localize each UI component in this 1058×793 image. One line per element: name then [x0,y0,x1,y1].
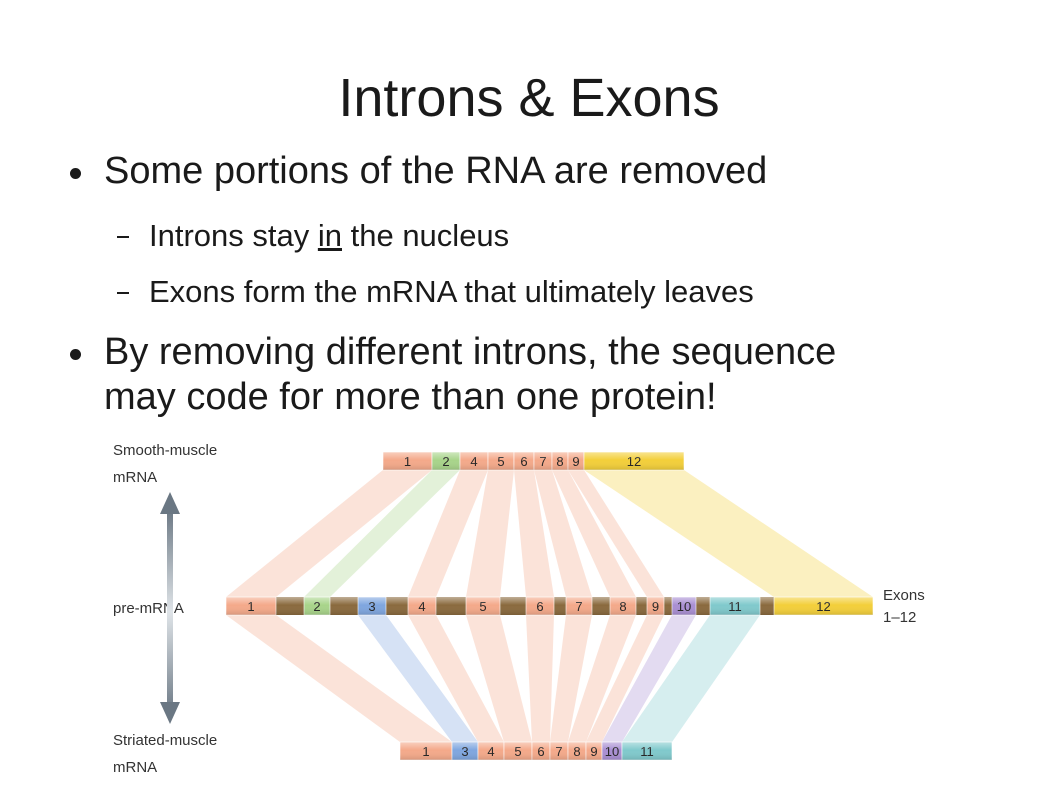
label-exons: Exons [883,587,925,604]
splice-band [586,615,664,742]
double-arrow-icon [160,492,180,724]
rna-bars: 1245678912123456789101112134567891011 [225,451,874,761]
label-smooth-mrna: mRNA [113,469,157,486]
label-smooth-muscle: Smooth-muscle [113,442,217,459]
sub-bullet-dash [117,292,129,294]
splice-band [226,615,452,742]
label-exons-range: 1–12 [883,609,916,626]
splice-band [584,470,873,597]
pre-mrna-shading [226,597,873,615]
label-pre-mrna: pre-mRNA [113,600,184,617]
splice-band [514,470,554,597]
splice-band [568,470,664,597]
smooth-mrna-shading [383,452,684,470]
splice-band [568,615,636,742]
label-striated-muscle: Striated-muscle [113,732,217,749]
bullet-2: By removing different introns, the seque… [70,330,837,420]
splice-band [226,470,432,597]
splice-band [466,615,532,742]
slide-title: Introns & Exons [338,68,720,128]
bullet-2-line-2: may code for more than one protein! [104,376,717,418]
sub-bullet-2: Exons form the mRNA that ultimately leav… [117,274,754,310]
splice-band [466,470,514,597]
splice-band [622,615,760,742]
bullet-dot [70,349,81,360]
splice-band [408,615,504,742]
splice-bands [226,470,873,742]
splice-band [552,470,636,597]
label-striated-mrna: mRNA [113,759,157,776]
bullet-dot [70,168,81,179]
sub-bullet-dash [117,236,129,238]
splice-band [550,615,592,742]
sub-bullet-1-underlined: in [317,218,342,253]
splice-band [358,615,478,742]
striated-mrna-shading [400,742,672,760]
sub-bullet-2-text: Exons form the mRNA that ultimately leav… [149,274,754,309]
sub-bullet-1: Introns stay in the nucleus [117,218,510,254]
bullet-2-line-1: By removing different introns, the seque… [104,331,837,373]
splice-band [304,470,460,597]
splice-band [526,615,554,742]
bullet-1-text: Some portions of the RNA are removed [104,150,768,192]
splice-band [408,470,488,597]
bullet-1: Some portions of the RNA are removed [70,149,768,194]
sub-bullet-1-pre: Introns stay [149,218,318,253]
diagram-labels: Smooth-muscle mRNA pre-mRNA Striated-mus… [113,442,925,776]
splice-band [602,615,696,742]
splice-band [534,470,592,597]
sub-bullet-1-post: the nucleus [342,218,510,253]
